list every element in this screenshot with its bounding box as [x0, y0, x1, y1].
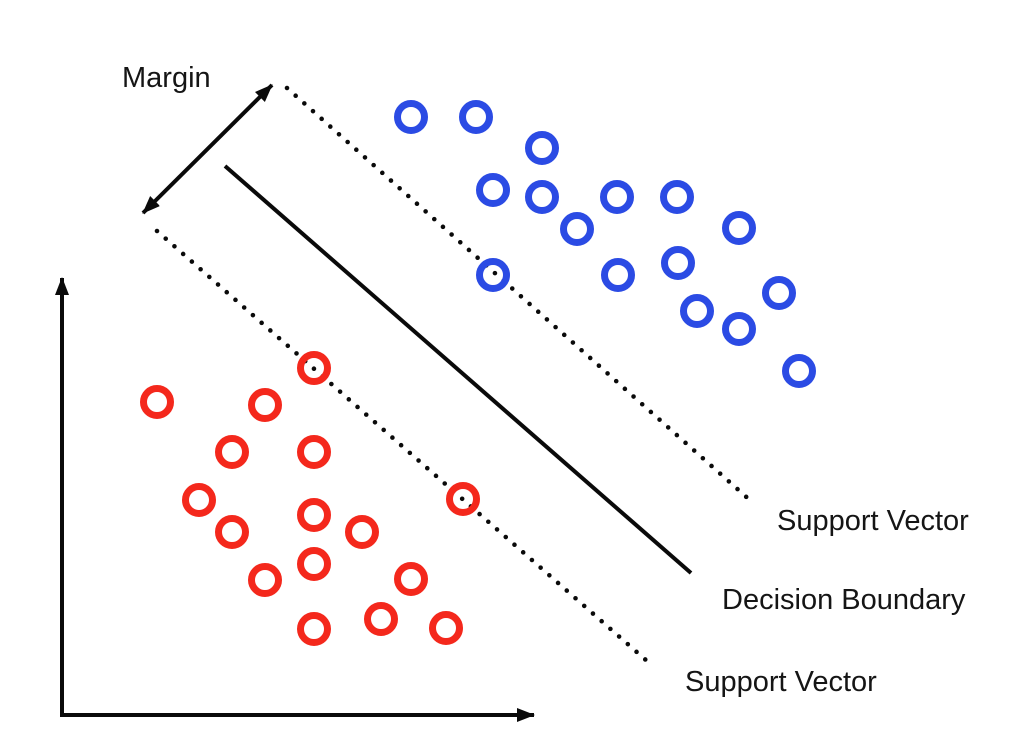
margin-arrow: [141, 83, 274, 215]
red-data-point: [297, 351, 331, 385]
blue-data-point: [661, 246, 695, 280]
blue-data-point: [722, 312, 756, 346]
blue-data-point: [762, 276, 796, 310]
red-data-point: [297, 547, 331, 581]
support-vector-line-bottom: [154, 228, 650, 664]
blue-data-point: [476, 258, 510, 292]
blue-data-point: [782, 354, 816, 388]
blue-data-point: [560, 212, 594, 246]
margin-label: Margin: [122, 62, 211, 94]
decision-boundary-label: Decision Boundary: [722, 584, 966, 616]
blue-data-point: [601, 258, 635, 292]
blue-data-point: [459, 100, 493, 134]
blue-data-point: [476, 173, 510, 207]
red-data-point: [215, 515, 249, 549]
support-vector-line-top: [284, 85, 755, 505]
blue-data-point: [600, 180, 634, 214]
decision-boundary-line: [223, 164, 693, 575]
label-layer: Margin Support Vector Decision Boundary …: [122, 62, 969, 698]
red-data-point: [446, 482, 480, 516]
blue-data-point: [680, 294, 714, 328]
blue-data-point: [722, 211, 756, 245]
red-data-point: [429, 611, 463, 645]
red-data-point: [182, 483, 216, 517]
red-data-point: [297, 498, 331, 532]
red-data-point: [394, 562, 428, 596]
support-vector-bottom-label: Support Vector: [685, 666, 877, 698]
blue-data-point: [525, 131, 559, 165]
geometry-layer: [55, 83, 816, 722]
red-data-point: [248, 388, 282, 422]
red-data-point: [248, 563, 282, 597]
blue-data-point: [660, 180, 694, 214]
blue-data-point: [394, 100, 428, 134]
red-data-point: [297, 612, 331, 646]
blue-data-point: [525, 180, 559, 214]
red-data-point: [345, 515, 379, 549]
red-data-point: [297, 435, 331, 469]
support-vector-top-label: Support Vector: [777, 505, 969, 537]
red-data-point: [364, 602, 398, 636]
red-data-point: [215, 435, 249, 469]
red-data-point: [140, 385, 174, 419]
